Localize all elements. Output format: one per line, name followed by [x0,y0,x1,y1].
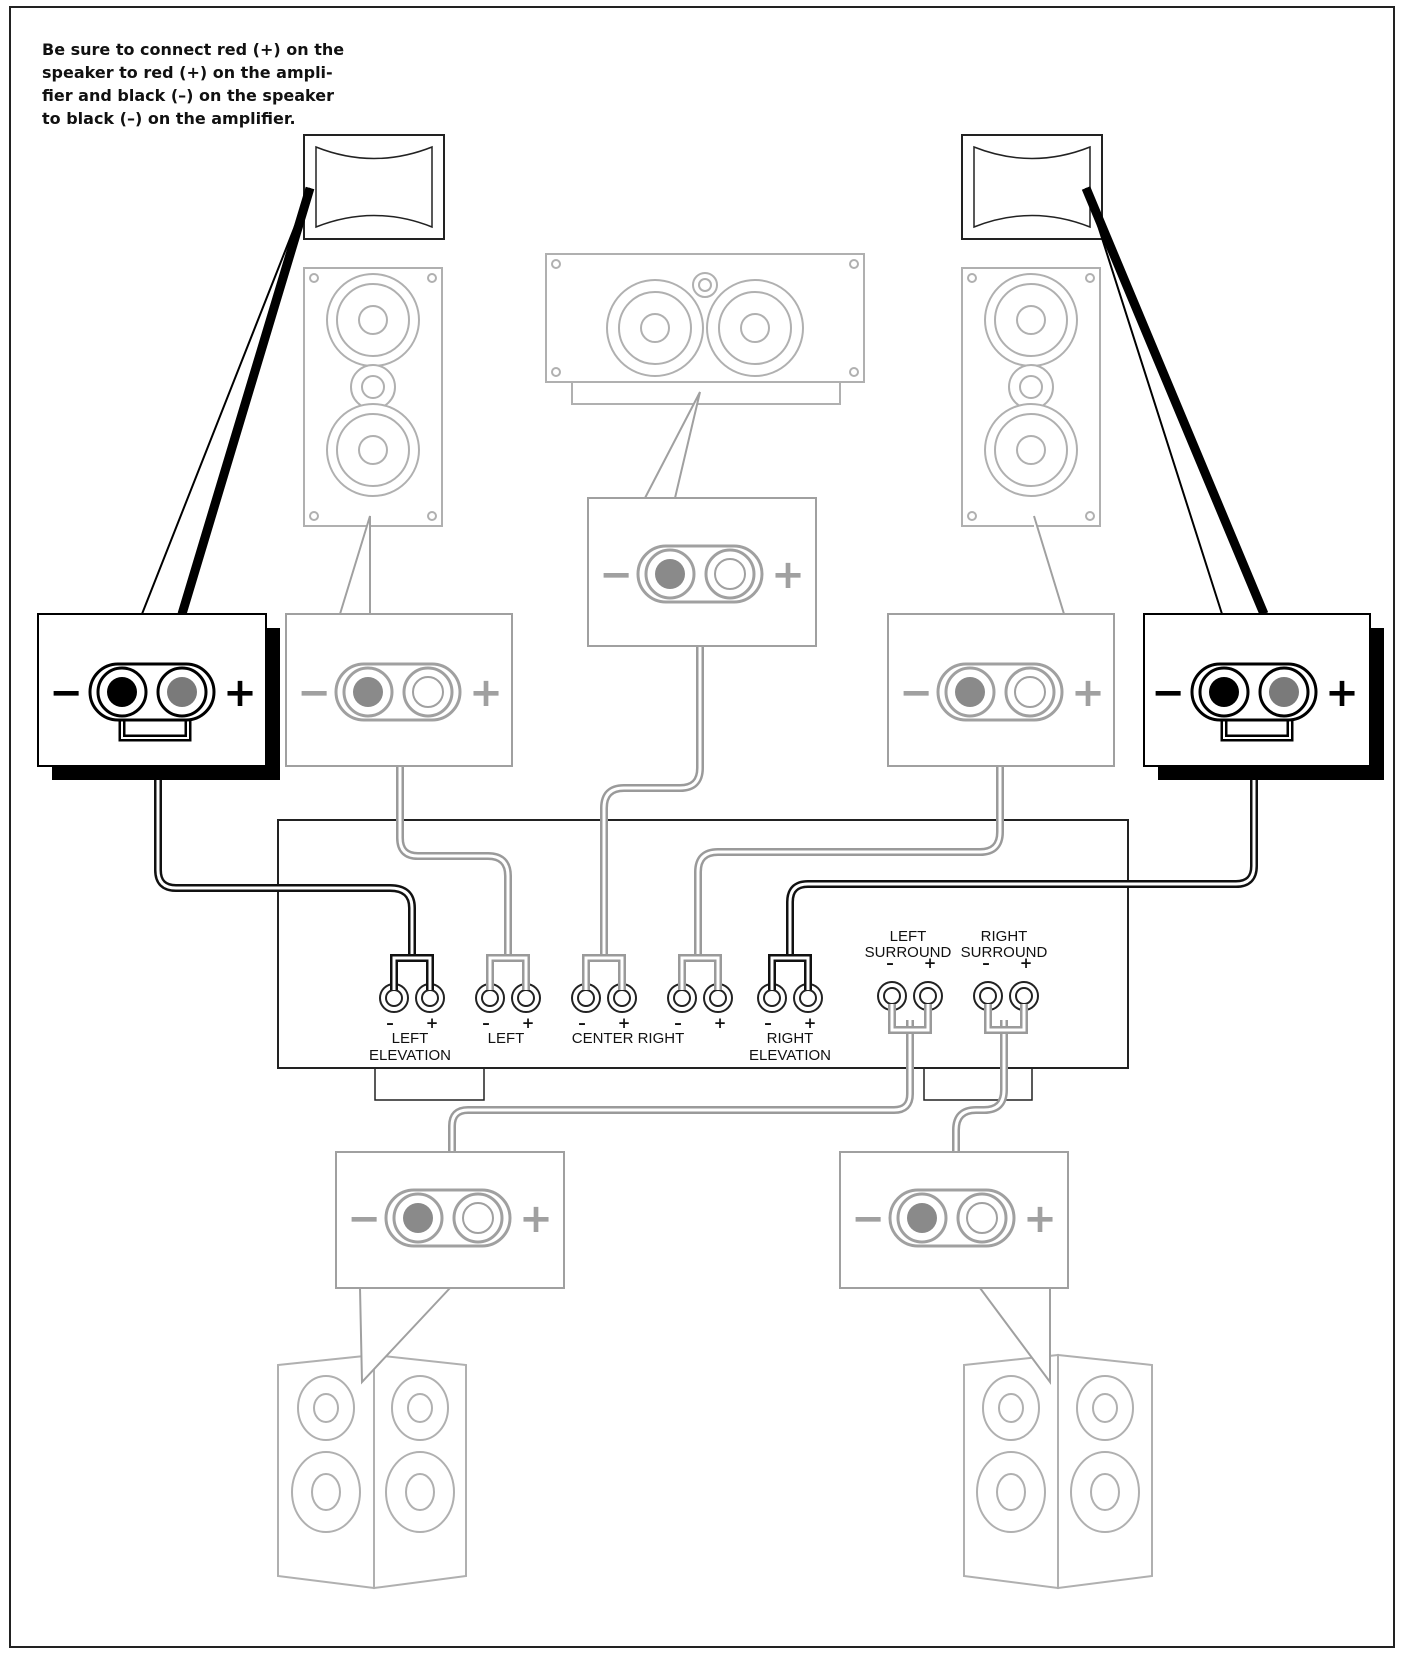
minus-sign: − [899,670,933,716]
wiring-note-line-1: Be sure to connect red (+) on the [42,40,345,59]
front-right-speaker [961,267,1101,527]
minus-mark: – [886,954,894,972]
amp-labels: – + – + – + – + – + – + – + LEFT ELEVATI… [369,928,1047,1064]
minus-mark: – [482,1014,490,1032]
plus-sign: + [1325,670,1359,716]
minus-sign: − [1151,670,1185,716]
minus-mark: – [982,954,990,972]
callout-pointers [140,186,1269,1386]
plus-mark: + [522,1014,535,1032]
plus-mark: + [426,1014,439,1032]
speaker-wires [154,620,1258,1166]
plus-sign: + [519,1196,553,1242]
label-right-elevation-2: ELEVATION [749,1047,831,1064]
center-speaker [545,253,865,405]
label-left-elevation-1: LEFT [392,1030,429,1047]
minus-mark: – [764,1014,772,1032]
center-terminal-box: − + [587,497,817,647]
plus-sign: + [469,670,503,716]
front-right-terminal-box: − + [887,613,1115,767]
wiring-note-line-4: to black (–) on the amplifier. [42,109,296,128]
left-surround-speaker [277,1353,467,1590]
plus-sign: + [1023,1196,1057,1242]
left-surround-terminal-box: − + [335,1151,565,1289]
front-left-speaker [303,267,443,527]
label-left-surround-2: SURROUND [865,944,952,961]
label-left-surround-1: LEFT [890,928,927,945]
minus-sign: − [347,1196,381,1242]
label-right-surround-1: RIGHT [981,928,1028,945]
minus-mark: – [674,1014,682,1032]
amp-terminals [379,954,1039,1034]
plus-mark: + [1020,954,1033,972]
right-surround-speaker [963,1353,1153,1590]
minus-sign: − [297,670,331,716]
plus-sign: + [771,552,805,598]
minus-mark: – [386,1014,394,1032]
plus-mark: + [714,1014,727,1032]
plus-mark: + [618,1014,631,1032]
front-left-terminal-box: − + [285,613,513,767]
plus-sign: + [223,670,257,716]
label-right-surround-2: SURROUND [961,944,1048,961]
left-elevation-speaker [303,134,445,240]
right-elevation-speaker [961,134,1103,240]
label-left: LEFT [488,1030,525,1047]
minus-sign: − [851,1196,885,1242]
label-right-elevation-1: RIGHT [767,1030,814,1047]
wiring-note-line-2: speaker to red (+) on the ampli- [42,63,333,82]
wiring-note: Be sure to connect red (+) on the speake… [42,38,362,130]
left-elevation-terminal-box: − + [37,613,280,780]
label-center-right: CENTER RIGHT [572,1030,685,1047]
plus-mark: + [804,1014,817,1032]
minus-mark: – [578,1014,586,1032]
minus-sign: − [49,670,83,716]
plus-mark: + [924,954,937,972]
wiring-note-line-3: fier and black (–) on the speaker [42,86,334,105]
plus-sign: + [1071,670,1105,716]
right-elevation-terminal-box: − + [1143,613,1384,780]
label-left-elevation-2: ELEVATION [369,1047,451,1064]
right-surround-terminal-box: − + [839,1151,1069,1289]
minus-sign: − [599,552,633,598]
